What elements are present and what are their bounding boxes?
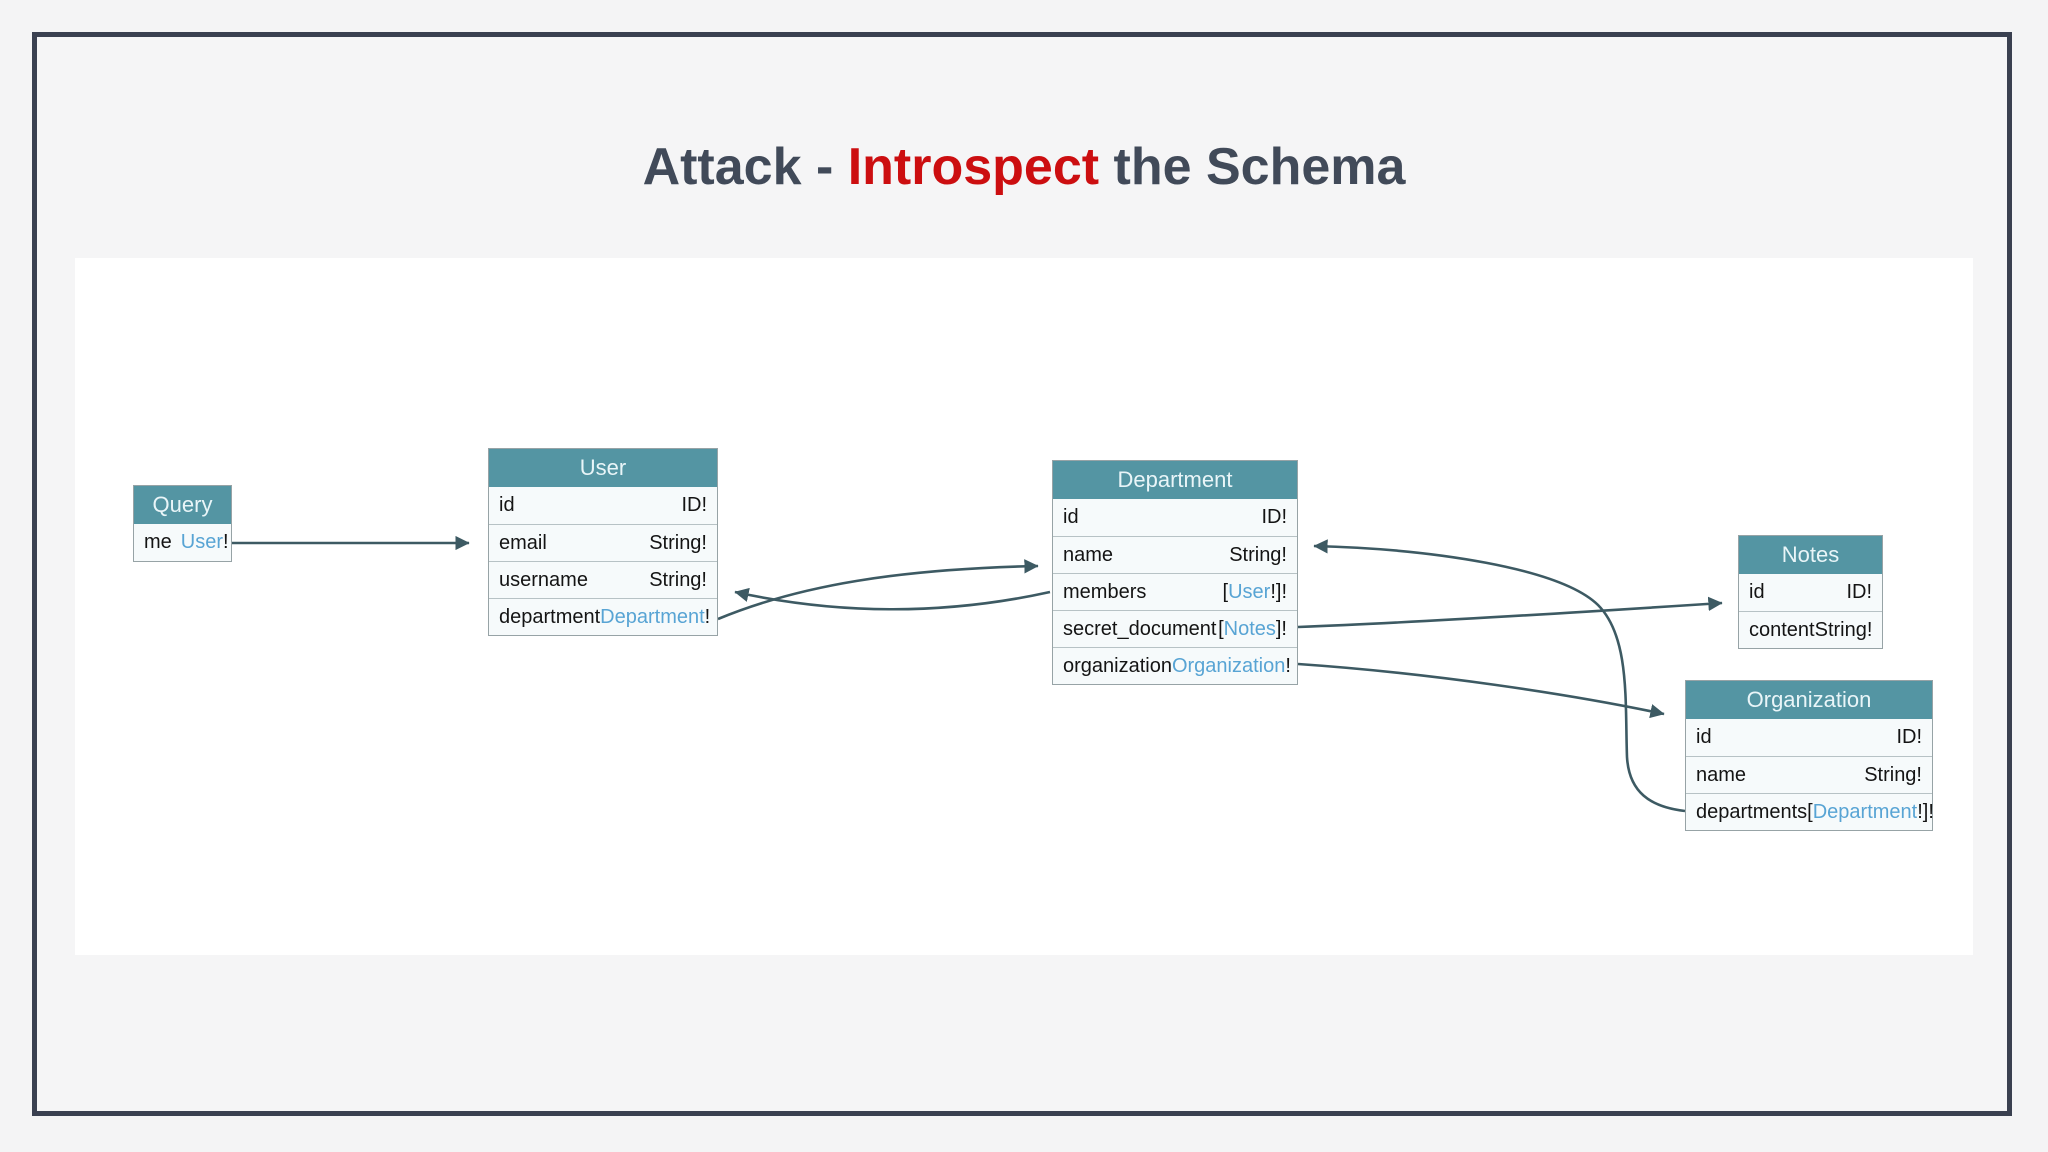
field-type: String! [649,568,707,591]
field-type: [Department!]! [1807,800,1934,823]
entity-department-title: Department [1053,461,1297,499]
field-type: ID! [1261,506,1287,528]
field-type: [Notes]! [1218,617,1287,640]
field-row: content String! [1739,611,1882,648]
diagram-canvas [75,258,1973,955]
field-name: me [144,531,172,553]
entity-user-title: User [489,449,717,487]
field-type: String! [1229,543,1287,566]
entity-organization: Organization id ID! name String! departm… [1685,680,1934,831]
field-name: id [1696,726,1712,748]
type-link: User [180,531,224,553]
field-row: me User! [134,524,231,561]
entity-query: Query me User! [133,485,232,562]
field-name: name [1696,763,1747,786]
title-post: the Schema [1099,137,1406,196]
field-row: id ID! [1686,719,1932,756]
field-name: id [1749,581,1765,603]
field-type: String! [1814,618,1873,641]
type-link: User [1228,580,1271,603]
entity-organization-title: Organization [1686,681,1932,719]
field-name: email [499,531,547,554]
entity-user: User id ID! email String! username Strin… [488,448,718,636]
field-type: Organization! [1171,654,1291,677]
field-type: User! [180,531,229,553]
field-type: ID! [1896,726,1922,748]
field-type: ID! [681,494,707,516]
field-type: Department! [600,605,711,628]
field-row: email String! [489,524,717,561]
entity-notes: Notes id ID! content String! [1738,535,1883,649]
title-pre: Attack - [642,137,848,196]
field-name: secret_document [1063,617,1217,640]
field-type: ID! [1846,581,1872,603]
field-type: String! [1864,763,1922,786]
field-name: id [499,494,515,516]
field-name: organization [1063,654,1172,677]
field-type: String! [649,531,707,554]
field-row: username String! [489,561,717,598]
entity-department: Department id ID! name String! members [… [1052,460,1298,685]
field-row: department Department! [489,598,717,635]
entity-query-title: Query [134,486,231,524]
field-name: name [1063,543,1114,566]
type-link: Notes [1223,617,1276,640]
field-row: name String! [1686,756,1932,793]
slide-title: Attack - Introspect the Schema [0,137,2048,197]
field-name: content [1749,618,1815,641]
type-link: Organization [1171,654,1286,677]
field-row: organization Organization! [1053,647,1297,684]
field-type: [User!]! [1222,580,1287,603]
field-row: id ID! [489,487,717,524]
field-row: members [User!]! [1053,573,1297,610]
field-name: departments [1696,800,1808,823]
field-name: username [499,568,588,591]
field-row: departments [Department!]! [1686,793,1934,830]
field-name: members [1063,580,1147,603]
field-row: name String! [1053,536,1297,573]
title-highlight: Introspect [847,137,1100,196]
type-link: Department [1812,800,1918,823]
type-link: Department [600,605,705,628]
field-name: id [1063,506,1079,528]
entity-notes-title: Notes [1739,536,1882,574]
field-name: department [499,605,601,628]
field-row: id ID! [1053,499,1297,536]
field-row: id ID! [1739,574,1882,611]
field-row: secret_document [Notes]! [1053,610,1297,647]
